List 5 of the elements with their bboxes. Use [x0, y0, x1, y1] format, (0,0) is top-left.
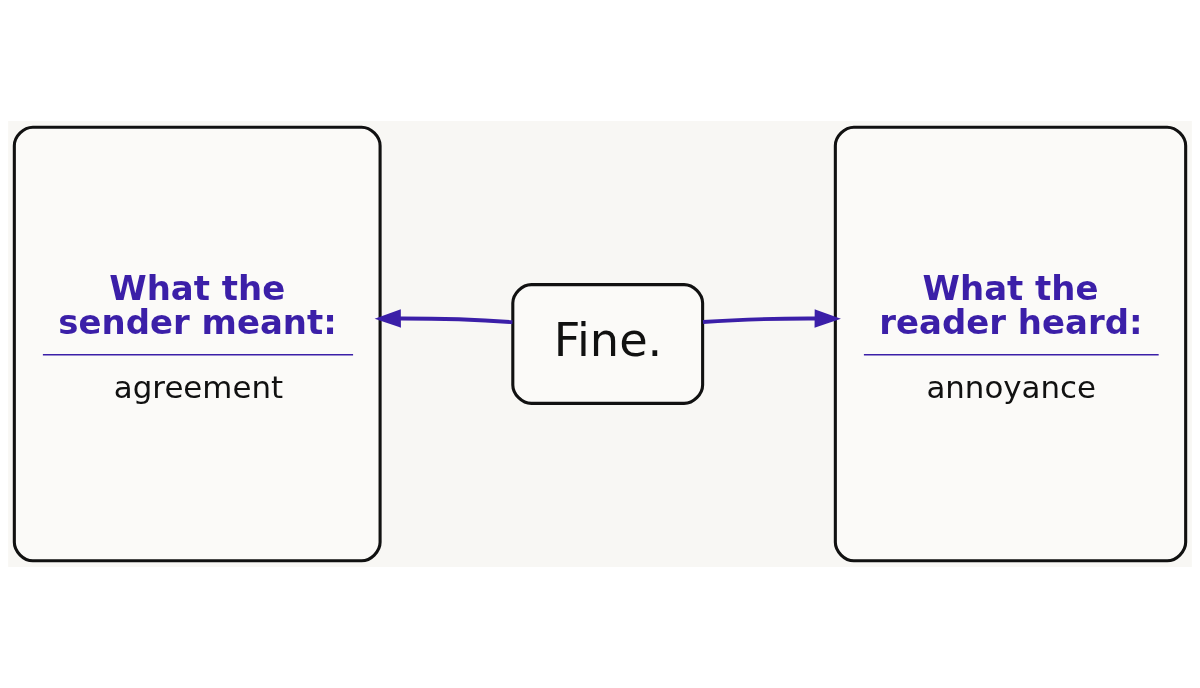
node-box: What the sender meant: agreement: [12, 125, 382, 563]
arrow: [702, 309, 841, 328]
node-box: Fine.: [511, 283, 705, 405]
arrow: [374, 309, 513, 328]
node-box: What the reader heard: annoyance: [833, 125, 1188, 563]
